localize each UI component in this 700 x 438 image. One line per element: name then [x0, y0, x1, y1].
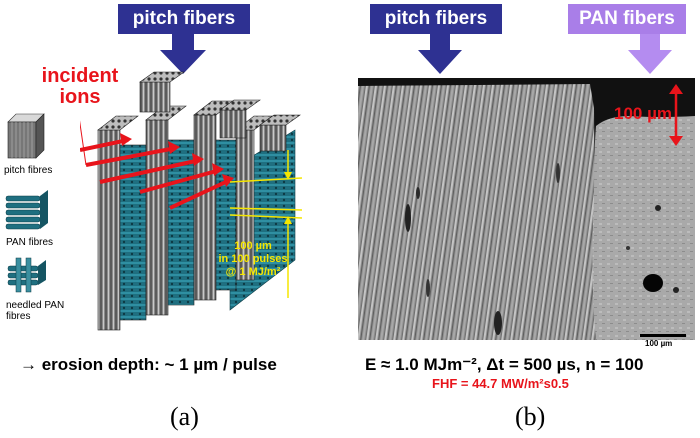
fhf-value: FHF = 44.7 MW/m²s0.5 — [432, 376, 569, 391]
erosion-scale-label: 100 µm in 100 pulses @ 1 MJ/m² — [212, 240, 294, 279]
pitch-fibers-header-b-label: pitch fibers — [384, 8, 488, 29]
scale-label-line2: in 100 pulses — [218, 253, 288, 265]
scale-label-line1: 100 µm — [234, 240, 272, 252]
erosion-depth-text: → erosion depth: ~ 1 µm / pulse — [20, 355, 277, 374]
sem-micrograph — [358, 78, 695, 340]
legend-pitch-fibres-label: pitch fibres — [4, 165, 53, 176]
scale-bar — [640, 334, 686, 337]
pitch-fibers-header-a-label: pitch fibers — [132, 8, 236, 29]
legend-needled-pan-label: needled PAN fibres — [6, 300, 65, 322]
legend-pan-fibres-label: PAN fibres — [6, 237, 54, 248]
parameters-text: E ≈ 1.0 MJm⁻², Δt = 500 µs, n = 100 — [365, 355, 644, 374]
scale-bar-label: 100 µm — [645, 339, 673, 348]
caption-a: (a) — [170, 402, 199, 431]
pitch-fibers-header-a: pitch fibers — [118, 4, 250, 34]
incident-label-line1: incident — [41, 65, 119, 87]
scale-label-line3: @ 1 MJ/m² — [225, 266, 281, 278]
pan-fibers-arrow — [628, 34, 672, 74]
pitch-fibers-arrow-b — [418, 34, 462, 74]
legend-needled-pan-icon — [7, 257, 46, 293]
composite-block-illustration — [80, 71, 303, 331]
legend-pan-fibres-icon — [5, 190, 48, 230]
depth-label-red: 100 µm — [614, 104, 672, 123]
fhf-text: FHF = 44.7 MW/m²s0.5 — [432, 376, 569, 391]
pitch-fibers-arrow-a — [160, 34, 206, 74]
pan-fibers-header-label: PAN fibers — [579, 8, 675, 29]
caption-b: (b) — [515, 402, 546, 431]
pan-fibers-header: PAN fibers — [568, 4, 686, 34]
incident-label-line2: ions — [59, 86, 101, 108]
legend-pitch-fibres-icon — [7, 113, 45, 159]
pitch-fibers-header-b: pitch fibers — [370, 4, 502, 34]
incident-ions-label: incident ions — [40, 66, 120, 108]
